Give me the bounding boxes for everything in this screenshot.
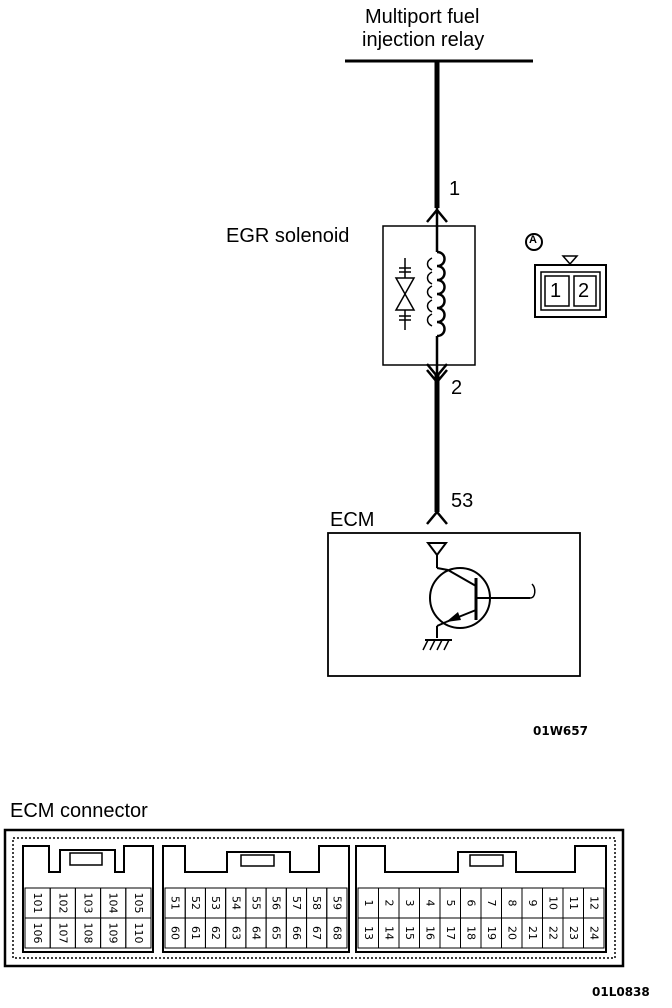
connector-a-tag: A bbox=[529, 234, 537, 246]
connector-pin-number: 17 bbox=[444, 926, 457, 940]
connector-pin-number: 5 bbox=[444, 900, 457, 907]
ecm-box bbox=[327, 532, 581, 677]
solenoid-pin-1: 1 bbox=[449, 178, 461, 200]
connector-pin-number: 24 bbox=[587, 926, 600, 940]
ecm-connector-body bbox=[3, 828, 625, 968]
connector-pin-number: 105 bbox=[132, 893, 145, 914]
connector-pin-number: 21 bbox=[526, 926, 539, 940]
connector-pin-number: 101 bbox=[31, 893, 44, 914]
terminal-2-chevron bbox=[426, 363, 448, 378]
connector-pin-number: 2 bbox=[382, 900, 395, 907]
ecm-terminal-icon bbox=[426, 542, 448, 557]
connector-pin-number: 6 bbox=[464, 900, 477, 907]
connector-pin-number: 51 bbox=[169, 896, 182, 910]
solenoid-pin-2: 2 bbox=[451, 377, 463, 399]
egr-solenoid-label: EGR solenoid bbox=[226, 225, 350, 247]
connector-pin-number: 20 bbox=[505, 926, 518, 940]
connector-pin-number: 10 bbox=[546, 896, 559, 910]
connector-pin-number: 11 bbox=[567, 896, 580, 910]
relay-label-line1: Multiport fuel bbox=[365, 6, 480, 28]
connector-pin-number: 16 bbox=[423, 926, 436, 940]
connector-pin-number: 102 bbox=[56, 893, 69, 914]
connector-pin-number: 22 bbox=[546, 926, 559, 940]
connector-pin-number: 13 bbox=[362, 926, 375, 940]
figure-code-2: 01L0838 bbox=[592, 985, 650, 999]
ground-icon bbox=[422, 639, 452, 651]
connector-pin-number: 23 bbox=[567, 926, 580, 940]
connector-pin-number: 103 bbox=[82, 893, 95, 914]
connector-pin-number: 62 bbox=[209, 926, 222, 940]
connector-pin-number: 14 bbox=[382, 926, 395, 940]
connector-pin-number: 54 bbox=[229, 896, 242, 910]
connector-pin-cell bbox=[583, 917, 605, 949]
ecm-connector-label: ECM connector bbox=[10, 800, 148, 822]
coil-icon bbox=[436, 250, 446, 338]
connector-pin-number: 3 bbox=[403, 900, 416, 907]
connector-pin-number: 52 bbox=[189, 896, 202, 910]
connector-pin-cell bbox=[125, 917, 152, 949]
connector-pin-number: 106 bbox=[31, 923, 44, 944]
connector-pin-number: 1 bbox=[362, 900, 375, 907]
connector-pin-number: 68 bbox=[330, 926, 343, 940]
ecm-label: ECM bbox=[330, 509, 375, 531]
connector-pin-number: 108 bbox=[82, 923, 95, 944]
connector-pin-number: 9 bbox=[526, 900, 539, 907]
connector-pin-number: 12 bbox=[587, 896, 600, 910]
connector-pin-number: 61 bbox=[189, 926, 202, 940]
connector-pin-number: 60 bbox=[169, 926, 182, 940]
connector-pin-number: 65 bbox=[270, 926, 283, 940]
figure-code-1: 01W657 bbox=[533, 724, 588, 738]
connector-pin-number: 7 bbox=[485, 900, 498, 907]
relay-label-line2: injection relay bbox=[362, 29, 485, 51]
valve-icon bbox=[394, 258, 416, 330]
connector-pin-number: 64 bbox=[250, 926, 263, 940]
connector-pin-number: 104 bbox=[107, 893, 120, 914]
connector-pin-number: 59 bbox=[330, 896, 343, 910]
ecm-input-chevron bbox=[426, 510, 448, 525]
connector-pin-number: 53 bbox=[209, 896, 222, 910]
connector-a-pin-2: 2 bbox=[578, 280, 590, 302]
connector-pin-number: 15 bbox=[403, 926, 416, 940]
connector-a-icon bbox=[525, 233, 607, 318]
connector-pin-number: 109 bbox=[107, 923, 120, 944]
connector-pin-number: 4 bbox=[423, 900, 436, 907]
connector-pin-cell bbox=[326, 917, 348, 949]
connector-pin-number: 107 bbox=[56, 923, 69, 944]
connector-pin-number: 67 bbox=[310, 926, 323, 940]
connector-pin-number: 19 bbox=[485, 926, 498, 940]
connector-pin-number: 57 bbox=[290, 896, 303, 910]
connector-pin-number: 56 bbox=[270, 896, 283, 910]
transistor-icon bbox=[429, 567, 536, 638]
connector-pin-number: 110 bbox=[132, 923, 145, 944]
ecm-pin-53: 53 bbox=[451, 490, 474, 512]
connector-pin-number: 8 bbox=[505, 900, 518, 907]
connector-a-pin-1: 1 bbox=[550, 280, 562, 302]
connector-pin-number: 63 bbox=[229, 926, 242, 940]
connector-pin-number: 55 bbox=[250, 896, 263, 910]
connector-pin-number: 66 bbox=[290, 926, 303, 940]
connector-pin-number: 18 bbox=[464, 926, 477, 940]
connector-pin-number: 58 bbox=[310, 896, 323, 910]
